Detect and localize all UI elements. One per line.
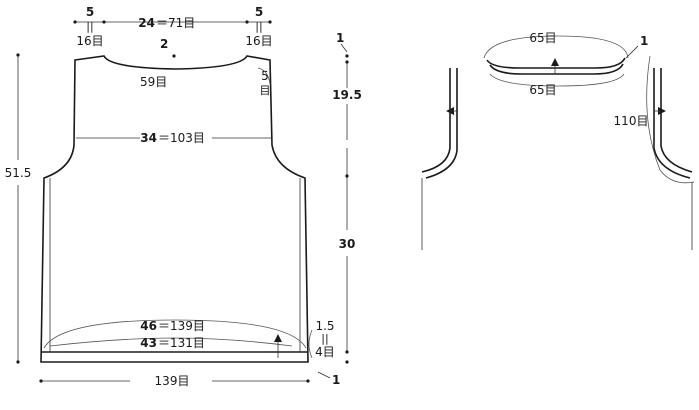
rib-arc xyxy=(308,329,313,359)
bottom-dim-dot-left xyxy=(39,379,43,383)
neckband-top-arc xyxy=(483,35,629,59)
neckband-bottom-arc xyxy=(489,73,625,87)
neckband-bottom-count: 65目 xyxy=(529,83,556,97)
right-dim-dot-1 xyxy=(345,54,349,58)
right-armhole-inner xyxy=(660,68,693,173)
neckband-inner xyxy=(489,63,624,75)
neck-width-eq: ＝71目 xyxy=(156,16,195,30)
right-shoulder-stitches: 16目 xyxy=(245,34,272,48)
left-armhole-inner xyxy=(425,68,458,179)
body-height-label: 30 xyxy=(339,237,356,251)
right-dim-dot-2 xyxy=(345,60,349,64)
side-neck-unit: 目 xyxy=(260,84,271,97)
top-dim-dot-3 xyxy=(245,20,249,24)
top-dim-dot-2 xyxy=(102,20,106,24)
rib-sep: || xyxy=(321,332,328,345)
rib-top: 1.5 xyxy=(315,319,334,333)
side-neck-value: 5 xyxy=(261,69,269,83)
neck-center-dot xyxy=(172,54,176,58)
neck-depth-marker: 2 xyxy=(160,37,168,51)
hem-arc-lower xyxy=(49,337,293,347)
side-neck-arc xyxy=(257,67,271,85)
knit-direction-arrowhead xyxy=(274,334,282,342)
armhole-height-label: 19.5 xyxy=(332,88,362,102)
left-shoulder-stitches: 16目 xyxy=(76,34,103,48)
neck-bind-count: 59目 xyxy=(140,75,167,89)
armhole-count: 110目 xyxy=(614,114,649,128)
left-shoulder-sep: || xyxy=(86,20,93,33)
total-height-dot-bottom xyxy=(16,360,20,364)
neck-width-value: 24 xyxy=(138,16,155,30)
hem-upper-value: 46 xyxy=(140,319,157,333)
hem-lower-value: 43 xyxy=(140,336,157,350)
chest-eq: ＝103目 xyxy=(158,131,205,145)
top-dim-dot-1 xyxy=(73,20,77,24)
upper-marker-tick xyxy=(340,43,348,53)
neckband-right-marker: 1 xyxy=(640,34,648,48)
right-dim-dot-3 xyxy=(345,174,349,178)
total-height-label: 51.5 xyxy=(5,166,32,180)
hem-upper-eq: ＝139目 xyxy=(158,319,205,333)
top-dim-dot-4 xyxy=(268,20,272,24)
upper-height-marker: 1 xyxy=(336,31,344,45)
right-shoulder-sep: || xyxy=(255,20,262,33)
hem-arc-upper xyxy=(43,319,307,349)
right-armhole-outer xyxy=(653,68,691,179)
body-outline xyxy=(40,55,309,363)
chest-value: 34 xyxy=(140,131,157,145)
neckband-outer xyxy=(486,57,626,69)
left-shoulder-count: 5 xyxy=(86,5,94,19)
neckband-top-count: 65目 xyxy=(529,31,556,45)
right-armhole-arrowhead xyxy=(658,107,666,115)
right-dim-dot-5 xyxy=(345,360,349,364)
right-shoulder-count: 5 xyxy=(255,5,263,19)
right-armhole-arc xyxy=(646,55,695,184)
rib-bottom: 4目 xyxy=(315,345,335,359)
bottom-marker-tick xyxy=(317,371,331,379)
neckband-marker-tick xyxy=(625,45,639,59)
hem-lower-eq: ＝131目 xyxy=(158,336,205,350)
total-height-dot-top xyxy=(16,53,20,57)
bottom-width-label: 139目 xyxy=(155,374,190,388)
neckband-arrowhead xyxy=(551,58,559,66)
left-armhole-outer xyxy=(421,68,451,173)
bottom-marker: 1 xyxy=(332,373,340,387)
right-dim-dot-4 xyxy=(345,350,349,354)
bottom-dim-dot-right xyxy=(306,379,310,383)
